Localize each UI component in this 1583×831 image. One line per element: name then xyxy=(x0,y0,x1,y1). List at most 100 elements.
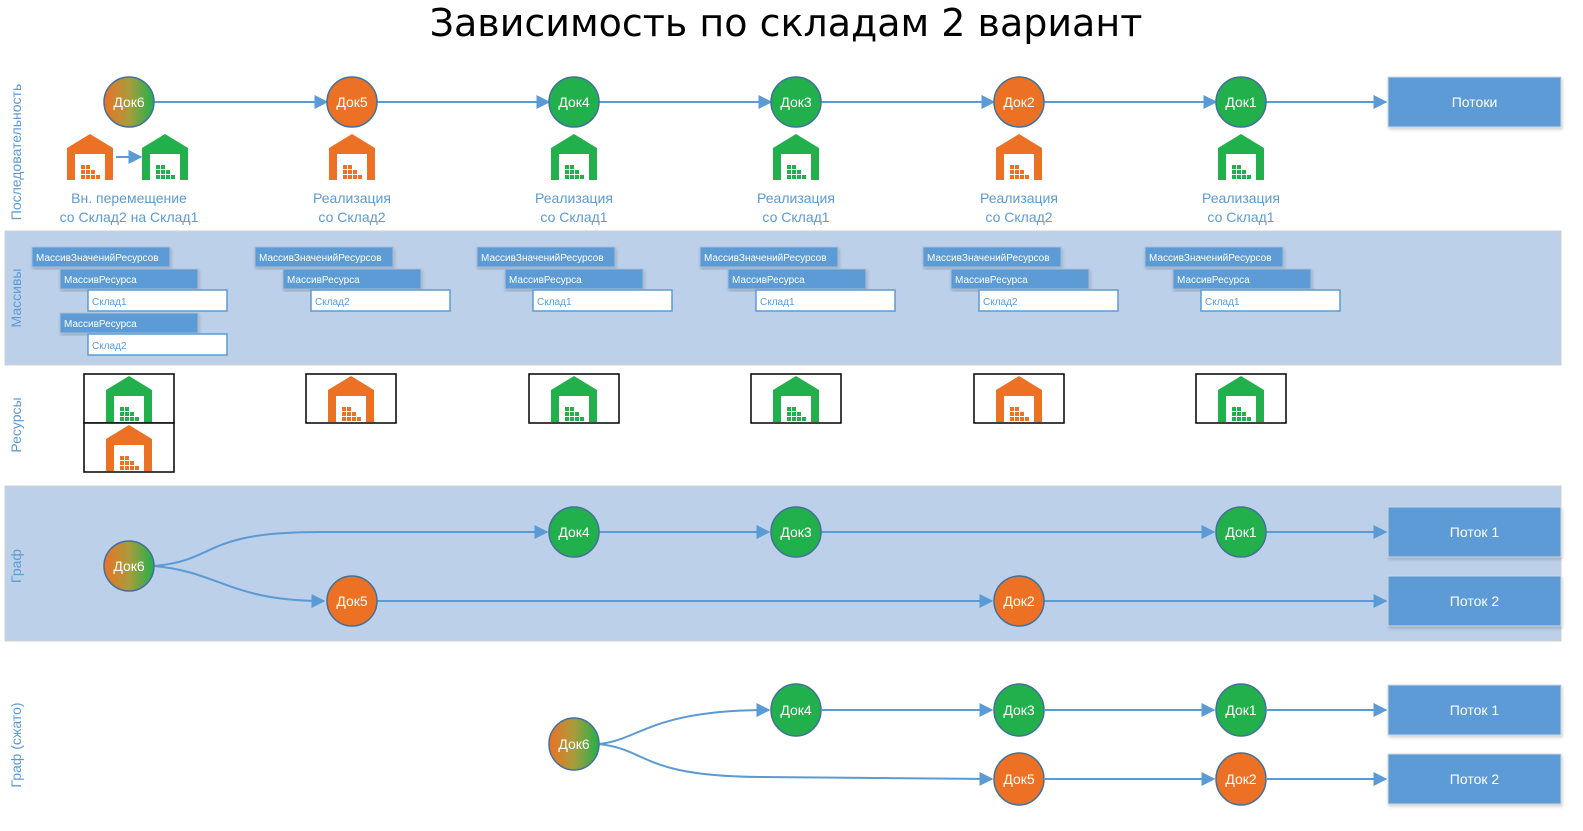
warehouse-box xyxy=(130,461,134,465)
lane-graph-background xyxy=(4,485,1562,642)
flow-box-rect xyxy=(1387,76,1562,128)
sequence-node-Док3[interactable]: Док3 xyxy=(770,76,822,128)
graph-node-Док1[interactable]: Док1 xyxy=(1215,506,1267,558)
resource-cell xyxy=(528,373,620,424)
warehouse-box xyxy=(792,417,796,421)
array-value-label: Склад2 xyxy=(983,297,1018,308)
warehouse-box xyxy=(135,466,139,470)
sequence-caption-line2: со Склад2 на Склад1 xyxy=(60,209,199,225)
warehouse-box xyxy=(787,165,791,169)
warehouse-box xyxy=(797,175,801,179)
compact-node-Док6[interactable]: Док6 xyxy=(548,717,600,771)
warehouse-box xyxy=(797,412,801,416)
array-value-rect xyxy=(1200,289,1341,312)
sequence-caption-line1: Реализация xyxy=(980,190,1058,206)
warehouse-box xyxy=(343,165,347,169)
compact-flow-2-box[interactable]: Поток 2 xyxy=(1387,753,1562,805)
compact-node-Док1[interactable]: Док1 xyxy=(1215,683,1267,737)
graph-node-Док3[interactable]: Док3 xyxy=(770,506,822,558)
sequence-caption-line2: со Склад1 xyxy=(540,209,607,225)
warehouse-box xyxy=(125,412,129,416)
array-value-label: Склад1 xyxy=(537,297,572,308)
sequence-caption-line2: со Склад2 xyxy=(318,209,385,225)
warehouse-box xyxy=(580,175,584,179)
resource-cell xyxy=(750,373,842,424)
doc-node-circle xyxy=(770,76,822,128)
warehouse-shell xyxy=(328,376,374,422)
warehouse-box xyxy=(156,175,160,179)
sequence-node-Док6[interactable]: Док6 xyxy=(103,76,155,128)
lane-label-graph-compact: Граф (сжато) xyxy=(8,702,24,787)
doc-node-label: Док1 xyxy=(1225,94,1257,110)
compact-node-Док4[interactable]: Док4 xyxy=(770,683,822,737)
doc-node-circle xyxy=(326,575,378,627)
graph-node-Док4[interactable]: Док4 xyxy=(548,506,600,558)
array-item-rect xyxy=(1172,268,1312,290)
flow-box-rect xyxy=(1387,506,1562,558)
lane-label-sequence: Последовательность xyxy=(8,84,24,220)
doc-node-label: Док5 xyxy=(1003,771,1035,787)
doc-node-circle xyxy=(770,683,822,737)
sequence-node-Док5[interactable]: Док5 xyxy=(326,76,378,128)
compact-flow-1-box[interactable]: Поток 1 xyxy=(1387,684,1562,736)
warehouse-box xyxy=(120,456,124,460)
doc-node-circle xyxy=(993,575,1045,627)
compact-edge-d6-d4 xyxy=(598,703,771,745)
warehouse-box xyxy=(347,412,351,416)
sequence-node-Док4[interactable]: Док4 xyxy=(548,76,600,128)
warehouse-box xyxy=(135,417,139,421)
graph-flow-1-box[interactable]: Поток 1 xyxy=(1387,506,1562,558)
warehouse-box xyxy=(125,466,129,470)
compact-edge-d6-d5 xyxy=(598,743,994,786)
array-root-rect xyxy=(922,246,1062,268)
warehouse-box xyxy=(125,461,129,465)
doc-node-label: Док2 xyxy=(1225,771,1257,787)
resource-cell xyxy=(1195,373,1287,424)
compact-node-Док2[interactable]: Док2 xyxy=(1215,752,1267,806)
array-item-label: МассивРесурса xyxy=(287,275,360,286)
warehouse-box xyxy=(565,170,569,174)
warehouse-box xyxy=(125,456,129,460)
warehouse-box xyxy=(1015,170,1019,174)
flows-box[interactable]: Потоки xyxy=(1387,76,1562,128)
doc-node-circle xyxy=(1215,76,1267,128)
warehouse-box xyxy=(347,407,351,411)
doc-node-label: Док1 xyxy=(1225,524,1257,540)
lane-label-arrays: Массивы xyxy=(8,269,24,328)
array-root-label: МассивЗначенийРесурсов xyxy=(481,253,604,264)
array-root-rect xyxy=(699,246,839,268)
doc-node-circle xyxy=(548,76,600,128)
warehouse-box xyxy=(787,170,791,174)
graph-node-Док6[interactable]: Док6 xyxy=(103,540,155,592)
array-group: МассивЗначенийРесурсовМассивРесурсаСклад… xyxy=(31,246,228,356)
warehouse-orange-icon xyxy=(67,134,113,180)
array-group: МассивЗначенийРесурсовМассивРесурсаСклад… xyxy=(699,246,896,312)
graph-node-Док2[interactable]: Док2 xyxy=(993,575,1045,627)
array-value-label: Склад2 xyxy=(315,297,350,308)
compact-node-Док3[interactable]: Док3 xyxy=(993,683,1045,737)
warehouse-box xyxy=(792,412,796,416)
warehouse-box xyxy=(802,175,806,179)
sequence-node-Док2[interactable]: Док2 xyxy=(993,76,1045,128)
warehouse-box xyxy=(1232,175,1236,179)
warehouse-box xyxy=(348,175,352,179)
warehouse-green-icon xyxy=(1218,376,1264,422)
sequence-node-Док1[interactable]: Док1 xyxy=(1215,76,1267,128)
array-value-rect xyxy=(532,289,673,312)
lane-label-graph: Граф xyxy=(8,549,24,583)
doc-node-label: Док5 xyxy=(336,593,368,609)
warehouse-box xyxy=(161,165,165,169)
warehouse-box xyxy=(352,417,356,421)
warehouse-box xyxy=(787,175,791,179)
warehouse-box xyxy=(1015,165,1019,169)
warehouse-box xyxy=(575,417,579,421)
warehouse-box xyxy=(81,175,85,179)
warehouse-box xyxy=(358,175,362,179)
graph-node-Док5[interactable]: Док5 xyxy=(326,575,378,627)
compact-node-Док5[interactable]: Док5 xyxy=(993,752,1045,806)
graph-flow-2-box[interactable]: Поток 2 xyxy=(1387,575,1562,627)
warehouse-box xyxy=(565,417,569,421)
warehouse-box xyxy=(353,175,357,179)
array-value-rect xyxy=(755,289,896,312)
